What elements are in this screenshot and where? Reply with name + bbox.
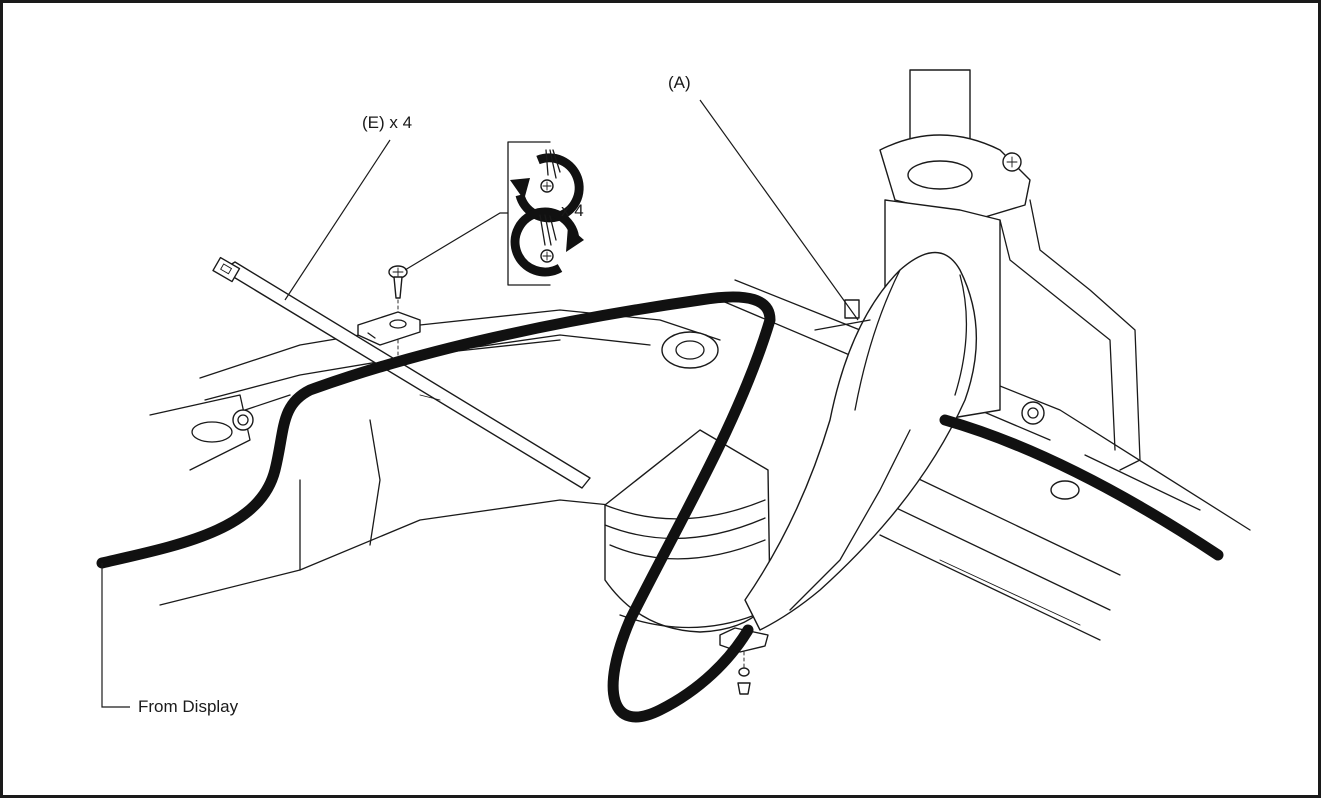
cable-clamp-part <box>357 311 421 346</box>
callout-from-display: From Display <box>138 697 239 716</box>
display-cable <box>96 291 776 723</box>
callout-cable-ties: (E) x 4 <box>362 113 413 132</box>
base-plate <box>719 279 1251 641</box>
cable-tie-part <box>212 256 591 489</box>
callout-part-a: (A) <box>668 73 691 92</box>
leader-e <box>284 139 391 301</box>
leader-lines <box>101 99 859 708</box>
arm-a <box>744 251 977 631</box>
leader-a <box>699 99 859 321</box>
clockwise-screwdriver-icon <box>510 207 584 277</box>
exit-cable <box>939 414 1224 561</box>
leader-from-display <box>101 563 130 708</box>
screw-part <box>388 265 408 299</box>
leader-screws <box>404 212 508 271</box>
hex-bolts <box>232 401 1080 500</box>
callout-screw-quantity: x 4 <box>561 201 584 220</box>
